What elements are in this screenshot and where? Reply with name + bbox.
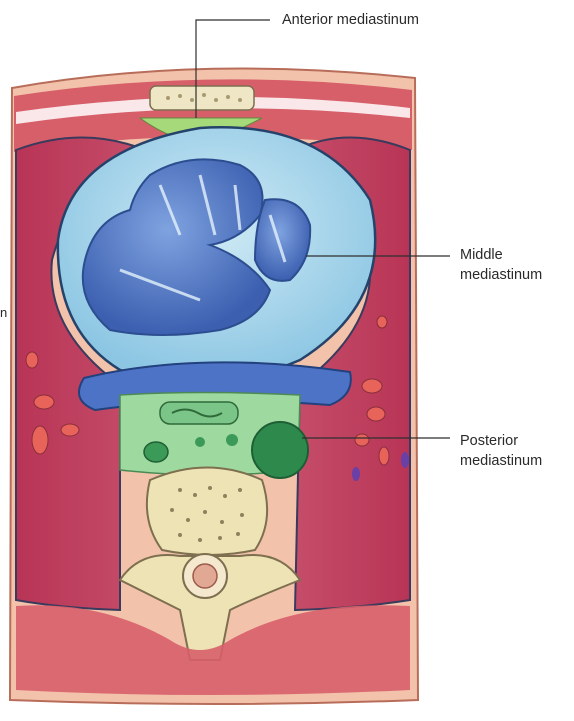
descending-aorta [252, 422, 308, 478]
label-middle-mediastinum: Middle mediastinum [460, 245, 542, 285]
azygos-vein [144, 442, 168, 462]
label-posterior-line2: mediastinum [460, 451, 542, 471]
hemiazygos-vein [226, 434, 238, 446]
sternum [150, 86, 254, 110]
spinal-cord [193, 564, 217, 588]
label-middle-line2: mediastinum [460, 265, 542, 285]
thoracic-duct [195, 437, 205, 447]
left-label-fragment: n [0, 303, 7, 323]
label-anterior-mediastinum: Anterior mediastinum [282, 10, 419, 30]
label-posterior-line1: Posterior [460, 431, 542, 451]
label-posterior-mediastinum: Posterior mediastinum [460, 431, 542, 471]
vertebral-body [147, 468, 267, 556]
label-middle-line1: Middle [460, 245, 542, 265]
